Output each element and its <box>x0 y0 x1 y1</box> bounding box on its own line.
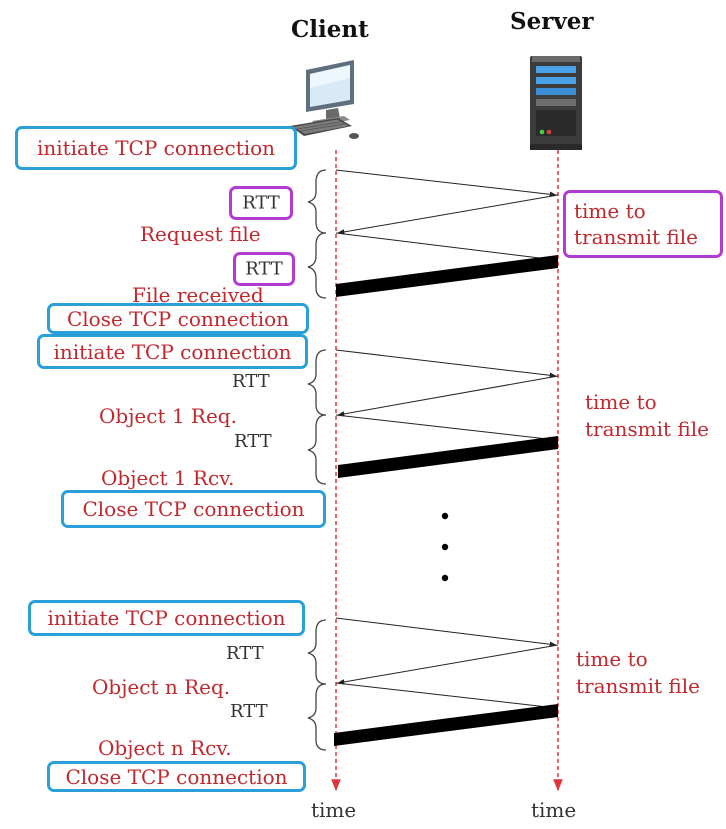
request-arrow-1 <box>335 232 557 263</box>
object-1-req-label: Object 1 Req. <box>99 404 237 428</box>
rtt-label-3: RTT <box>232 371 270 392</box>
client-header: Client <box>291 16 369 43</box>
rtt-label-6: RTT <box>230 701 268 722</box>
syn-arrow-1 <box>335 169 557 198</box>
transmit-label-2b: transmit file <box>585 417 709 441</box>
request-file-label: Request file <box>140 222 261 246</box>
rtt-box-2: RTT <box>233 252 295 286</box>
file-transfer-bar-1 <box>336 255 558 297</box>
transmit-label-1a: time to <box>574 199 646 223</box>
object-n-req-label: Object n Req. <box>92 675 231 699</box>
close-tcp-box-2: Close TCP connection <box>61 490 326 528</box>
rtt-label-4: RTT <box>234 431 272 452</box>
brace-rtt-6 <box>307 683 327 751</box>
close-tcp-label-1: Close TCP connection <box>66 306 290 331</box>
close-tcp-label-2: Close TCP connection <box>82 497 305 521</box>
transmit-box-1: time to transmit file <box>563 190 723 258</box>
server-tower-icon <box>530 56 582 150</box>
transmit-label-3a: time to <box>576 647 648 671</box>
initiate-tcp-label-2: initiate TCP connection <box>53 339 292 364</box>
file-transfer-bar-3 <box>334 704 558 746</box>
initiate-tcp-box-3: initiate TCP connection <box>28 600 305 636</box>
ellipsis-dot <box>441 574 449 582</box>
brace-rtt-5 <box>307 619 327 685</box>
close-tcp-box-3: Close TCP connection <box>47 761 306 792</box>
request-arrow-3 <box>335 682 557 711</box>
brace-rtt-3 <box>307 349 327 416</box>
initiate-tcp-label-3: initiate TCP connection <box>47 606 286 630</box>
synack-arrow-1 <box>337 194 559 235</box>
rtt-label-1: RTT <box>242 192 280 214</box>
brace-rtt-1 <box>307 169 327 234</box>
initiate-tcp-box-2: initiate TCP connection <box>37 334 308 369</box>
brace-rtt-2 <box>307 232 327 299</box>
object-1-rcv-label: Object 1 Rcv. <box>101 466 235 490</box>
file-received-label: File received <box>132 283 264 307</box>
rtt-box-1: RTT <box>229 186 293 220</box>
transmit-label-1b: transmit file <box>574 225 698 249</box>
desktop-computer-icon <box>290 60 359 139</box>
server-header: Server <box>510 8 594 35</box>
close-tcp-label-3: Close TCP connection <box>65 764 288 789</box>
client-time-label: time <box>311 798 357 822</box>
request-arrow-2 <box>335 414 557 443</box>
rtt-label-5: RTT <box>226 643 264 664</box>
synack-arrow-3 <box>337 644 559 685</box>
rtt-label-2: RTT <box>245 258 283 280</box>
close-tcp-box-1: Close TCP connection <box>47 303 309 334</box>
object-n-rcv-label: Object n Rcv. <box>98 736 232 760</box>
syn-arrow-3 <box>335 617 557 648</box>
initiate-tcp-label-1: initiate TCP connection <box>36 136 276 160</box>
ellipsis-dot <box>441 543 449 551</box>
synack-arrow-2 <box>337 375 559 417</box>
transmit-label-2a: time to <box>585 390 657 414</box>
transmit-label-3b: transmit file <box>576 674 700 698</box>
initiate-tcp-box-1: initiate TCP connection <box>15 126 297 170</box>
file-transfer-bar-2 <box>338 436 558 478</box>
ellipsis-dot <box>441 512 449 520</box>
server-time-label: time <box>531 798 577 822</box>
brace-rtt-4 <box>307 414 327 485</box>
syn-arrow-2 <box>335 349 557 379</box>
